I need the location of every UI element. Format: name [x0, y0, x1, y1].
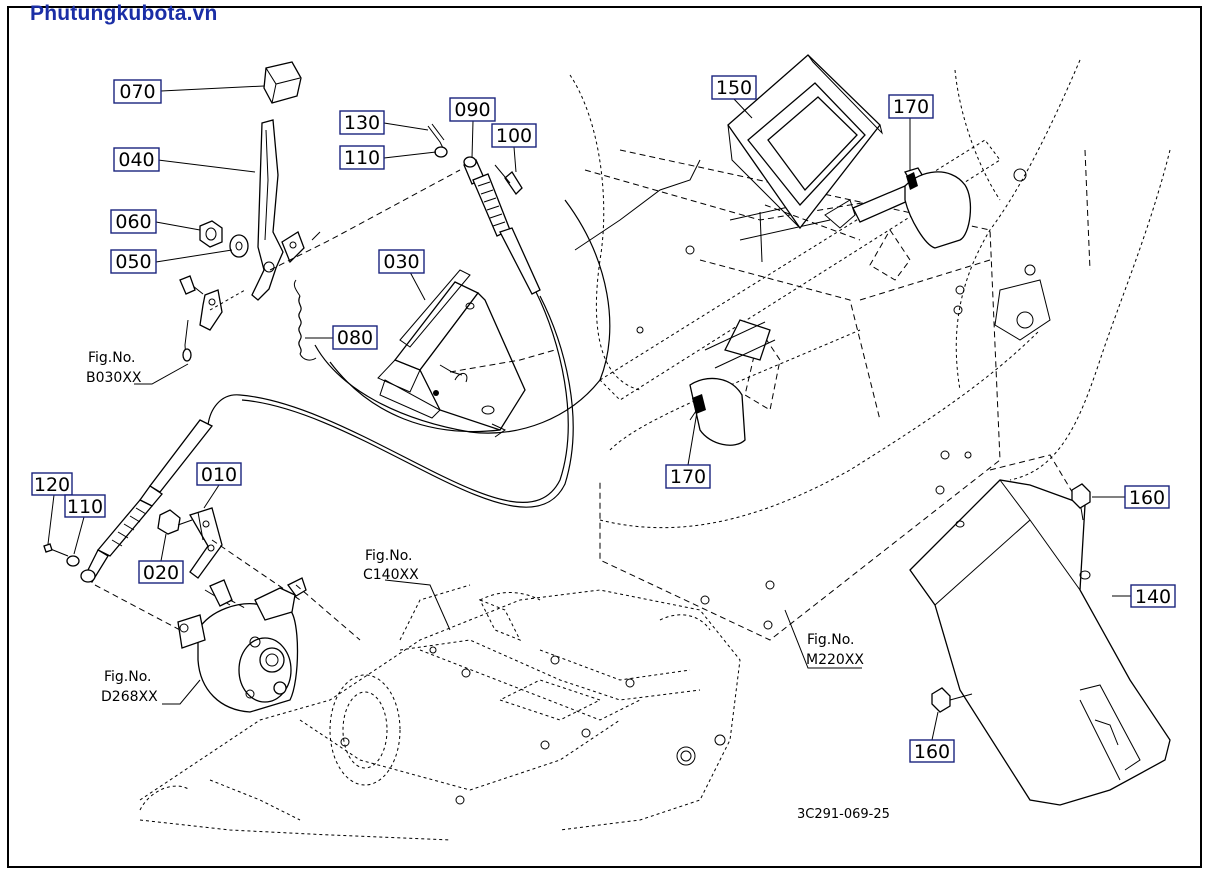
- svg-text:110: 110: [344, 147, 380, 169]
- callout-170-lower[interactable]: 170: [665, 464, 711, 489]
- callout-150[interactable]: 150: [711, 75, 757, 100]
- callout-160-lower[interactable]: 160: [909, 739, 955, 763]
- lever-knob-070: [263, 61, 302, 104]
- svg-text:Fig.No.: Fig.No.: [104, 669, 152, 685]
- transmission-housing: [139, 584, 741, 841]
- split-pin-130: [427, 123, 445, 151]
- svg-text:Fig.No.: Fig.No.: [365, 548, 413, 564]
- cable-bracket-030: [377, 269, 556, 431]
- svg-text:030: 030: [383, 251, 419, 273]
- svg-text:140: 140: [1135, 586, 1171, 608]
- bracket-plate-lower: [689, 319, 771, 446]
- callout-140[interactable]: 140: [1130, 584, 1176, 608]
- svg-text:090: 090: [454, 99, 490, 121]
- callout-090[interactable]: 090: [449, 97, 496, 122]
- drawing-code: 3C291-069-25: [797, 807, 890, 822]
- assembly-line-lower: [94, 584, 181, 631]
- callout-070[interactable]: 070: [113, 79, 162, 104]
- callout-110-upper[interactable]: 110: [339, 145, 385, 170]
- cover-frame-150: [727, 54, 883, 241]
- bracket-010: [189, 507, 301, 601]
- lever-pivot-bracket: [179, 275, 246, 362]
- routing-arc-right: [564, 199, 611, 381]
- bracket-plate-upper: [852, 167, 972, 249]
- callout-060[interactable]: 060: [110, 209, 157, 234]
- figref-b030[interactable]: Fig.No. B030XX: [86, 350, 142, 386]
- svg-text:070: 070: [119, 81, 155, 103]
- svg-text:100: 100: [496, 125, 532, 147]
- side-cover-140: [909, 454, 1171, 806]
- pin-120: [43, 543, 69, 557]
- svg-text:120: 120: [34, 474, 70, 496]
- nut-060: [199, 220, 223, 248]
- bolt-100: [494, 164, 523, 196]
- callout-020[interactable]: 020: [138, 560, 184, 584]
- svg-text:080: 080: [337, 327, 373, 349]
- drawing-frame: [7, 6, 1202, 868]
- callout-030[interactable]: 030: [378, 249, 425, 274]
- washer-110-upper: [434, 146, 448, 158]
- svg-text:B030XX: B030XX: [86, 370, 142, 386]
- callout-050[interactable]: 050: [110, 249, 157, 274]
- callout-130[interactable]: 130: [339, 110, 385, 135]
- figref-m220[interactable]: Fig.No. M220XX: [806, 632, 864, 668]
- bolt-020: [157, 509, 193, 535]
- svg-text:160: 160: [914, 741, 950, 763]
- bolt-160-lower: [931, 687, 973, 713]
- routing-arc-inner: [329, 361, 501, 433]
- svg-text:170: 170: [893, 96, 929, 118]
- valve-assembly: [177, 577, 361, 713]
- svg-text:Fig.No.: Fig.No.: [88, 350, 136, 366]
- callout-160-upper[interactable]: 160: [1124, 485, 1170, 509]
- svg-text:170: 170: [670, 466, 706, 488]
- svg-text:M220XX: M220XX: [806, 652, 864, 668]
- bolt-160-upper: [1071, 483, 1091, 521]
- shift-lever-040: [251, 119, 305, 301]
- leader-lines: [47, 85, 1131, 741]
- callout-170-upper[interactable]: 170: [888, 94, 934, 119]
- arrow-head: [311, 231, 321, 241]
- callout-110-lower[interactable]: 110: [64, 494, 106, 518]
- svg-text:040: 040: [118, 149, 154, 171]
- svg-text:Fig.No.: Fig.No.: [807, 632, 855, 648]
- svg-text:060: 060: [115, 211, 151, 233]
- callout-100[interactable]: 100: [491, 123, 537, 148]
- washer-110-lower: [66, 555, 80, 567]
- cable-end-lower: [80, 419, 214, 583]
- control-cable-edge: [241, 295, 574, 508]
- svg-text:050: 050: [115, 251, 151, 273]
- figref-c140[interactable]: Fig.No. C140XX: [363, 548, 419, 583]
- figref-d268[interactable]: Fig.No. D268XX: [101, 669, 158, 705]
- arrow-head-2: [491, 423, 506, 438]
- callout-080[interactable]: 080: [332, 325, 378, 350]
- svg-text:010: 010: [201, 464, 237, 486]
- svg-text:150: 150: [716, 77, 752, 99]
- washer-050: [229, 234, 249, 258]
- spring-080: [293, 279, 317, 361]
- callout-010[interactable]: 010: [196, 462, 242, 486]
- control-cable: [207, 291, 569, 503]
- svg-text:D268XX: D268XX: [101, 689, 158, 705]
- svg-text:160: 160: [1129, 487, 1165, 509]
- site-watermark: Phutungkubota.vn: [30, 2, 218, 25]
- svg-text:110: 110: [67, 496, 103, 518]
- svg-text:020: 020: [143, 562, 179, 584]
- svg-text:C140XX: C140XX: [363, 567, 419, 583]
- callout-040[interactable]: 040: [113, 147, 160, 172]
- svg-text:130: 130: [344, 112, 380, 134]
- assembly-line-lever: [269, 169, 461, 271]
- cable-end-090: [463, 156, 541, 295]
- callout-120[interactable]: 120: [31, 472, 73, 496]
